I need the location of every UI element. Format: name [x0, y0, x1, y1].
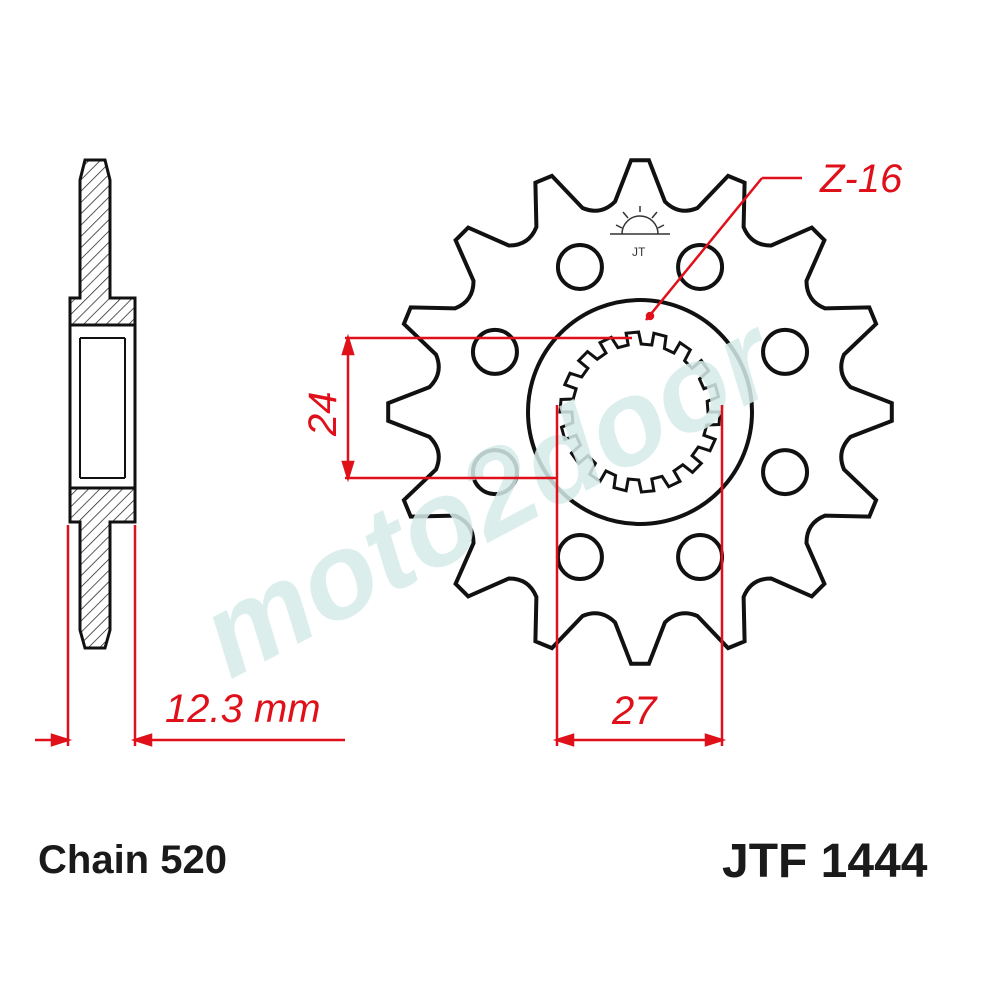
sprocket-outline: [386, 158, 894, 666]
sprocket-front-view: [386, 158, 894, 666]
spline-bore: [558, 330, 722, 494]
side-profile: [68, 158, 137, 650]
bolt-hole: [761, 327, 810, 376]
bolt-hole: [676, 242, 725, 291]
bolt-hole: [555, 533, 604, 582]
svg-text:JT: JT: [632, 245, 646, 259]
bolt-hole: [470, 327, 519, 376]
bolt-hole: [470, 448, 519, 497]
chain-size: Chain 520: [38, 838, 227, 882]
bolt-hole: [761, 448, 810, 497]
thickness-label: 12.3 mm: [165, 687, 321, 731]
bolt-hole: [676, 533, 725, 582]
part-number: JTF 1444: [722, 835, 928, 888]
dimension-lines: [35, 176, 802, 747]
jt-logo: JT: [610, 206, 670, 259]
watermark: moto2door: [179, 288, 801, 703]
bolt-hole: [555, 242, 604, 291]
hub-width-label: 27: [611, 689, 658, 733]
hub-ring: [526, 298, 754, 526]
spline-diameter-label: 24: [301, 392, 345, 438]
teeth-count-label: Z-16: [819, 157, 903, 201]
